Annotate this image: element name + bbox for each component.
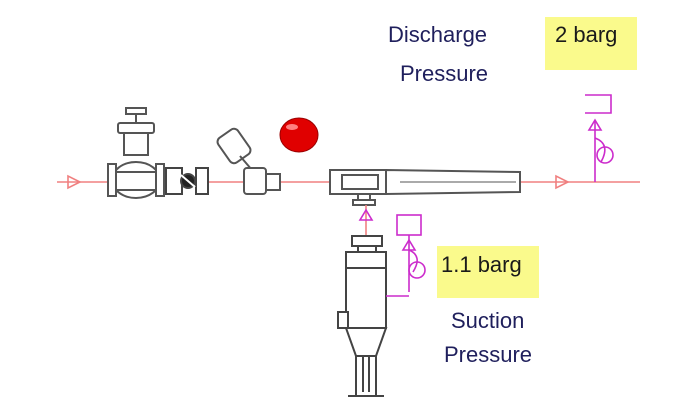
suction-flow-arrow (358, 208, 374, 221)
discharge-pressure-gauge (585, 94, 614, 182)
flange-coupling (165, 167, 209, 195)
suction-pressure-gauge (386, 214, 426, 297)
ejector (329, 168, 521, 206)
discharge-pressure-value: 2 barg (545, 17, 637, 70)
suction-pressure-value: 1.1 barg (437, 246, 539, 298)
alarm-indicator (279, 117, 319, 153)
angle-seat-valve (216, 127, 281, 195)
alarm-indicator-highlight (286, 124, 298, 130)
suction-label-line2: Pressure (444, 342, 533, 367)
flow-arrow-outlet (555, 174, 570, 190)
discharge-label-line2: Pressure (400, 61, 489, 86)
globe-valve (107, 107, 165, 199)
suction-label-line1: Suction (451, 308, 525, 333)
flow-arrow-inlet (67, 174, 82, 190)
separator-vessel (337, 235, 388, 397)
discharge-label-line1: Discharge (388, 22, 488, 47)
